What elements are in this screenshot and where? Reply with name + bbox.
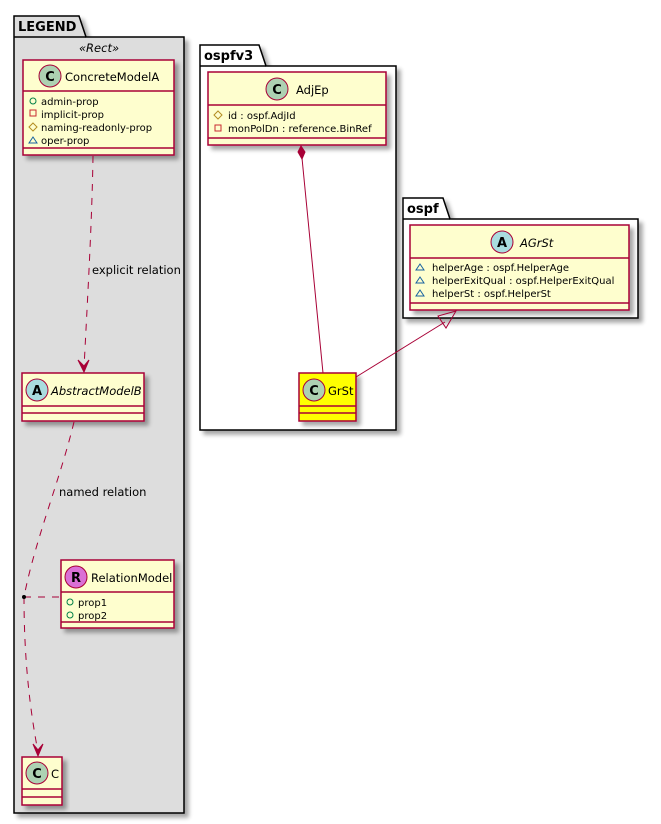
- edge-composition: [297, 145, 324, 374]
- class-spot-letter: A: [32, 384, 42, 399]
- package-legend-stereotype: «Rect»: [79, 41, 119, 55]
- class-name: AbstractModelB: [50, 384, 142, 398]
- class-spot-letter: C: [272, 83, 282, 98]
- class-name: ConcreteModelA: [65, 70, 159, 84]
- class-spot-icon: [302, 378, 326, 402]
- edge-named-relation: named relation: [22, 421, 146, 758]
- package-visibility-icon: [415, 263, 425, 271]
- edge-label: named relation: [59, 485, 146, 499]
- class-a-gr-st[interactable]: A AGrSt helperAge : ospf.HelperAge helpe…: [409, 224, 630, 311]
- class-spot-icon: [265, 77, 289, 101]
- arrow-head-icon: [32, 743, 44, 758]
- composition-diamond-icon: [297, 145, 306, 161]
- attribute: helperExitQual : ospf.HelperExitQual: [432, 276, 614, 287]
- class-name: GrSt: [328, 384, 354, 398]
- class-spot-icon: [25, 761, 49, 785]
- attribute: helperSt : ospf.HelperSt: [432, 289, 551, 300]
- private-visibility-icon: [214, 124, 222, 132]
- attribute: implicit-prop: [41, 110, 104, 121]
- package-visibility-icon: [415, 276, 425, 284]
- public-visibility-icon: [66, 611, 74, 619]
- class-relation-model[interactable]: R RelationModel prop1 prop2: [60, 559, 175, 629]
- public-visibility-icon: [66, 598, 74, 606]
- class-concrete-model-a[interactable]: C ConcreteModelA admin-prop implicit-pro…: [22, 59, 175, 156]
- class-name: AdjEp: [296, 83, 329, 97]
- package-visibility-icon: [415, 289, 425, 297]
- class-c[interactable]: C C: [21, 756, 63, 806]
- protected-visibility-icon: [28, 122, 38, 132]
- class-name: AGrSt: [519, 236, 554, 250]
- class-name: C: [51, 767, 59, 781]
- attribute: id : ospf.AdjId: [228, 111, 296, 122]
- abstract-spot-icon: [490, 230, 514, 254]
- arrow-head-icon: [77, 359, 90, 374]
- attribute: helperAge : ospf.HelperAge: [432, 263, 569, 274]
- class-spot-letter: C: [309, 384, 319, 399]
- attribute: prop1: [78, 598, 107, 609]
- class-spot-icon: [38, 64, 62, 88]
- class-name: RelationModel: [91, 571, 172, 585]
- class-spot-letter: R: [71, 571, 81, 586]
- abstract-spot-icon: [25, 378, 49, 402]
- protected-visibility-icon: [213, 110, 223, 120]
- class-adj-ep[interactable]: C AdjEp id : ospf.AdjId monPolDn : refer…: [207, 71, 387, 146]
- class-spot-letter: C: [45, 70, 55, 85]
- edge-inheritance: [355, 310, 458, 378]
- private-visibility-icon: [29, 109, 37, 117]
- package-ospf-name: ospf: [407, 202, 439, 217]
- package-visibility-icon: [28, 136, 38, 144]
- relation-spot-icon: [64, 565, 88, 589]
- attribute: oper-prop: [41, 136, 89, 147]
- inheritance-triangle-icon: [437, 310, 458, 329]
- package-ospfv3-name: ospfv3: [204, 49, 253, 64]
- attribute: prop2: [78, 611, 107, 622]
- edge-explicit-relation: explicit relation: [77, 155, 181, 374]
- class-spot-letter: C: [32, 767, 42, 782]
- class-abstract-model-b[interactable]: A AbstractModelB: [21, 372, 145, 422]
- package-legend-name: LEGEND: [18, 20, 77, 35]
- attribute: monPolDn : reference.BinRef: [228, 124, 372, 135]
- attribute: admin-prop: [41, 97, 99, 108]
- association-point-icon: [22, 595, 26, 599]
- edge-label: explicit relation: [92, 263, 181, 277]
- public-visibility-icon: [29, 97, 37, 105]
- class-gr-st[interactable]: C GrSt: [298, 372, 357, 422]
- attribute: naming-readonly-prop: [41, 123, 152, 134]
- class-spot-letter: A: [497, 236, 507, 251]
